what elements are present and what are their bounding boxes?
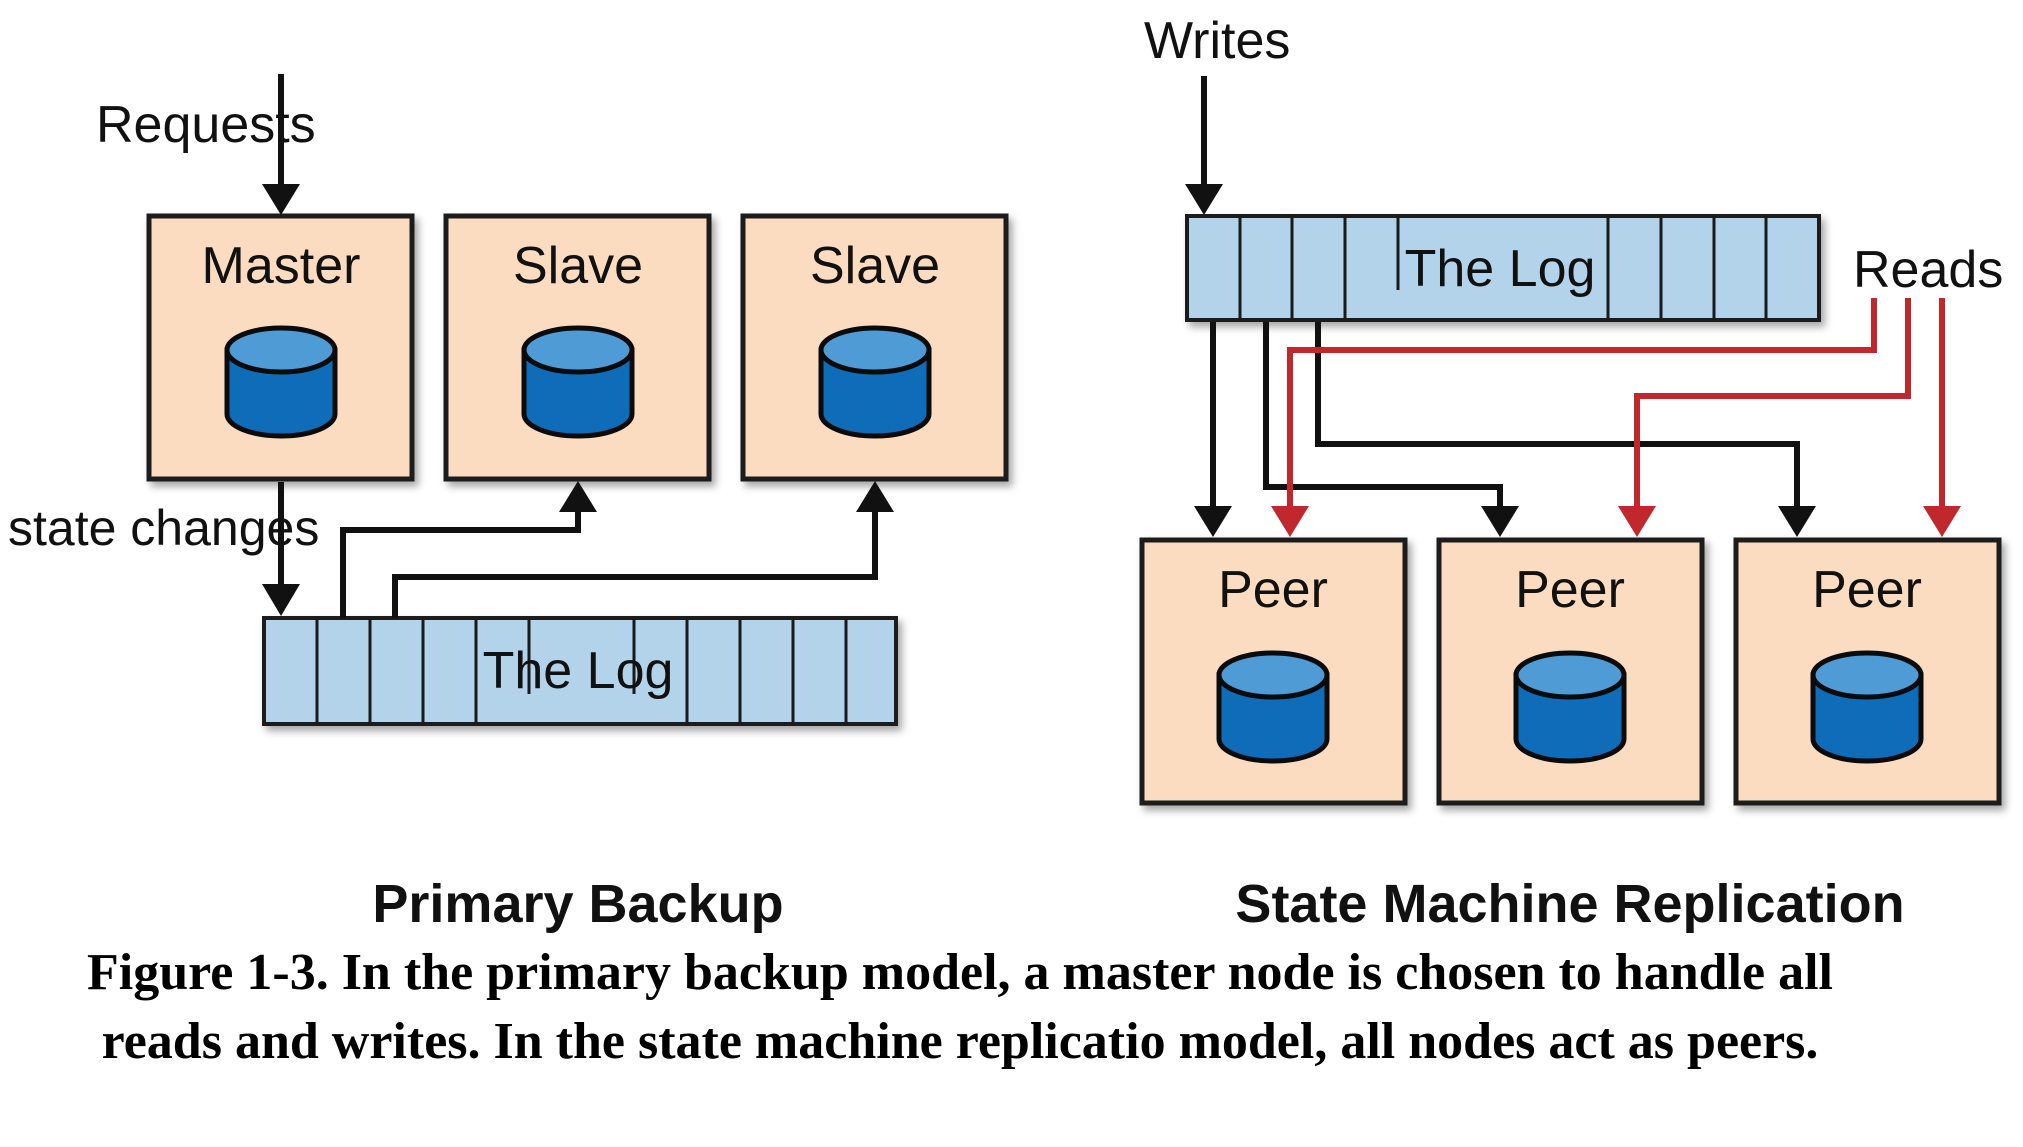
read-to-peer-1-arrowhead bbox=[1271, 506, 1309, 537]
peer-node-1: Peer bbox=[1139, 537, 1408, 806]
read-to-peer-2-arrowhead bbox=[1618, 506, 1656, 537]
slave-label-1: Slave bbox=[513, 237, 643, 295]
log-to-slave-2-arrowhead bbox=[856, 481, 894, 512]
slave-node-2: Slave bbox=[740, 213, 1009, 482]
peer-node-3: Peer bbox=[1733, 537, 2002, 806]
state-changes-label: state changes bbox=[8, 500, 319, 556]
log-to-peer-2-arrow bbox=[1263, 322, 1503, 508]
primary-log-cells bbox=[315, 618, 848, 724]
read-to-peer-2-arrow bbox=[1634, 298, 1911, 508]
peer-node-2: Peer bbox=[1436, 537, 1705, 806]
log-to-slave-2-arrow bbox=[392, 510, 878, 618]
master-label: Master bbox=[202, 237, 361, 295]
peer-1-database-icon bbox=[1216, 650, 1330, 764]
primary-backup-panel: Requests Master Slave Slave bbox=[8, 74, 1009, 934]
peer-3-database-icon bbox=[1810, 650, 1924, 764]
replication-log-cells bbox=[1238, 216, 1768, 320]
peer-label-2: Peer bbox=[1515, 561, 1625, 619]
primary-log-label: The Log bbox=[483, 642, 674, 700]
primary-backup-heading: Primary Backup bbox=[372, 874, 783, 934]
peer-2-database-icon bbox=[1513, 650, 1627, 764]
replication-log-label: The Log bbox=[1405, 240, 1596, 298]
log-to-peer-2-arrowhead bbox=[1481, 506, 1519, 537]
slave-label-2: Slave bbox=[810, 237, 940, 295]
figure-caption: Figure 1-3. In the primary backup model,… bbox=[87, 944, 1833, 1070]
log-to-slave-1-arrowhead bbox=[559, 481, 597, 512]
log-to-peer-3-arrow bbox=[1315, 322, 1800, 508]
read-to-peer-3-arrowhead bbox=[1923, 506, 1961, 537]
state-machine-heading: State Machine Replication bbox=[1235, 874, 1904, 934]
peer-label-3: Peer bbox=[1812, 561, 1922, 619]
master-node: Master bbox=[146, 213, 415, 482]
read-to-peer-1-arrow bbox=[1287, 298, 1877, 508]
log-to-peer-1-arrowhead bbox=[1194, 506, 1232, 537]
slave-2-database-icon bbox=[818, 325, 932, 439]
writes-label: Writes bbox=[1144, 12, 1290, 70]
requests-arrowhead bbox=[262, 184, 300, 215]
state-changes-arrowhead bbox=[262, 584, 300, 616]
state-machine-panel: Writes The Log Reads Peer bbox=[1139, 12, 2003, 934]
log-to-slave-1-arrow bbox=[340, 510, 581, 618]
log-to-peer-3-arrowhead bbox=[1778, 506, 1816, 537]
replication-log: The Log bbox=[1185, 214, 1821, 322]
slave-node-1: Slave bbox=[443, 213, 712, 482]
writes-arrowhead bbox=[1185, 184, 1223, 215]
peer-label-1: Peer bbox=[1218, 561, 1328, 619]
primary-log: The Log bbox=[262, 616, 898, 726]
master-database-icon bbox=[224, 325, 338, 439]
reads-label: Reads bbox=[1853, 241, 2003, 299]
slave-1-database-icon bbox=[521, 325, 635, 439]
